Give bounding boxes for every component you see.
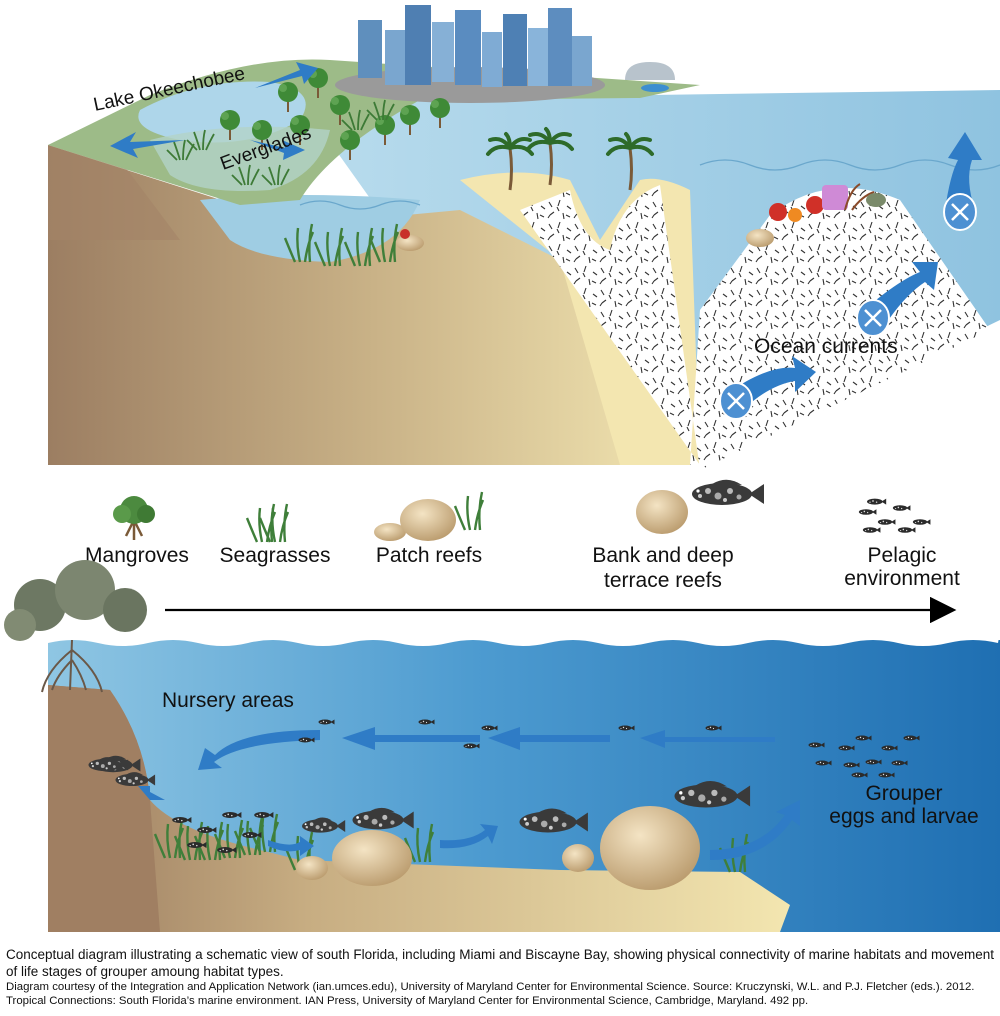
- pelagic-larvae-icon: [858, 505, 931, 533]
- bank-reef-icon: [636, 479, 764, 534]
- habitat-label-mangroves: Mangroves: [85, 544, 189, 567]
- habitat-label-pelagic-line1: Pelagic: [868, 544, 937, 567]
- habitat-label-bank-reefs-line1: Bank and deep: [592, 544, 733, 567]
- seabed: [48, 685, 790, 932]
- caption-main: Conceptual diagram illustrating a schema…: [6, 947, 994, 979]
- bottom-panel: Nursery areas Grouper eggs and larvae: [4, 560, 1000, 932]
- larval-transport-arrows-icon: [138, 727, 800, 860]
- figure-caption: Conceptual diagram illustrating a schema…: [6, 946, 996, 1008]
- ocean-current-arrows-icon: [719, 132, 982, 420]
- pelagic-fish-icon: [867, 498, 887, 505]
- top-panel: Lake Okeechobee Everglades Ocean current…: [48, 5, 1000, 470]
- seagrass-icon: [245, 502, 290, 544]
- grouper-label-line1: Grouper: [865, 782, 942, 805]
- deep-reef-corals-icon: [746, 183, 886, 247]
- habitat-label-patch-reefs: Patch reefs: [376, 544, 482, 567]
- ocean-currents-label: Ocean currents: [754, 335, 898, 358]
- city-skyline-icon: [335, 5, 675, 103]
- bay-seagrass-icon: [283, 222, 424, 268]
- shore-mangrove-icon: [4, 560, 147, 693]
- patch-reef-coral-icon: [296, 806, 700, 890]
- habitat-label-pelagic-line2: environment: [844, 567, 960, 590]
- habitat-label-seagrasses: Seagrasses: [220, 544, 331, 567]
- nursery-areas-label: Nursery areas: [162, 689, 294, 712]
- mangrove-icon: [113, 496, 155, 540]
- patch-reef-icon: [374, 490, 485, 541]
- water-flow-arrows-icon: [110, 62, 318, 160]
- land-cross-section: [48, 145, 700, 465]
- habitat-label-bank-reefs-line2: terrace reefs: [604, 569, 722, 592]
- grouper-label-line2: eggs and larvae: [829, 805, 978, 828]
- habitat-legend: Mangroves Seagrasses Patch reefs Bank an…: [85, 479, 960, 624]
- caption-credit: Diagram courtesy of the Integration and …: [6, 981, 975, 1007]
